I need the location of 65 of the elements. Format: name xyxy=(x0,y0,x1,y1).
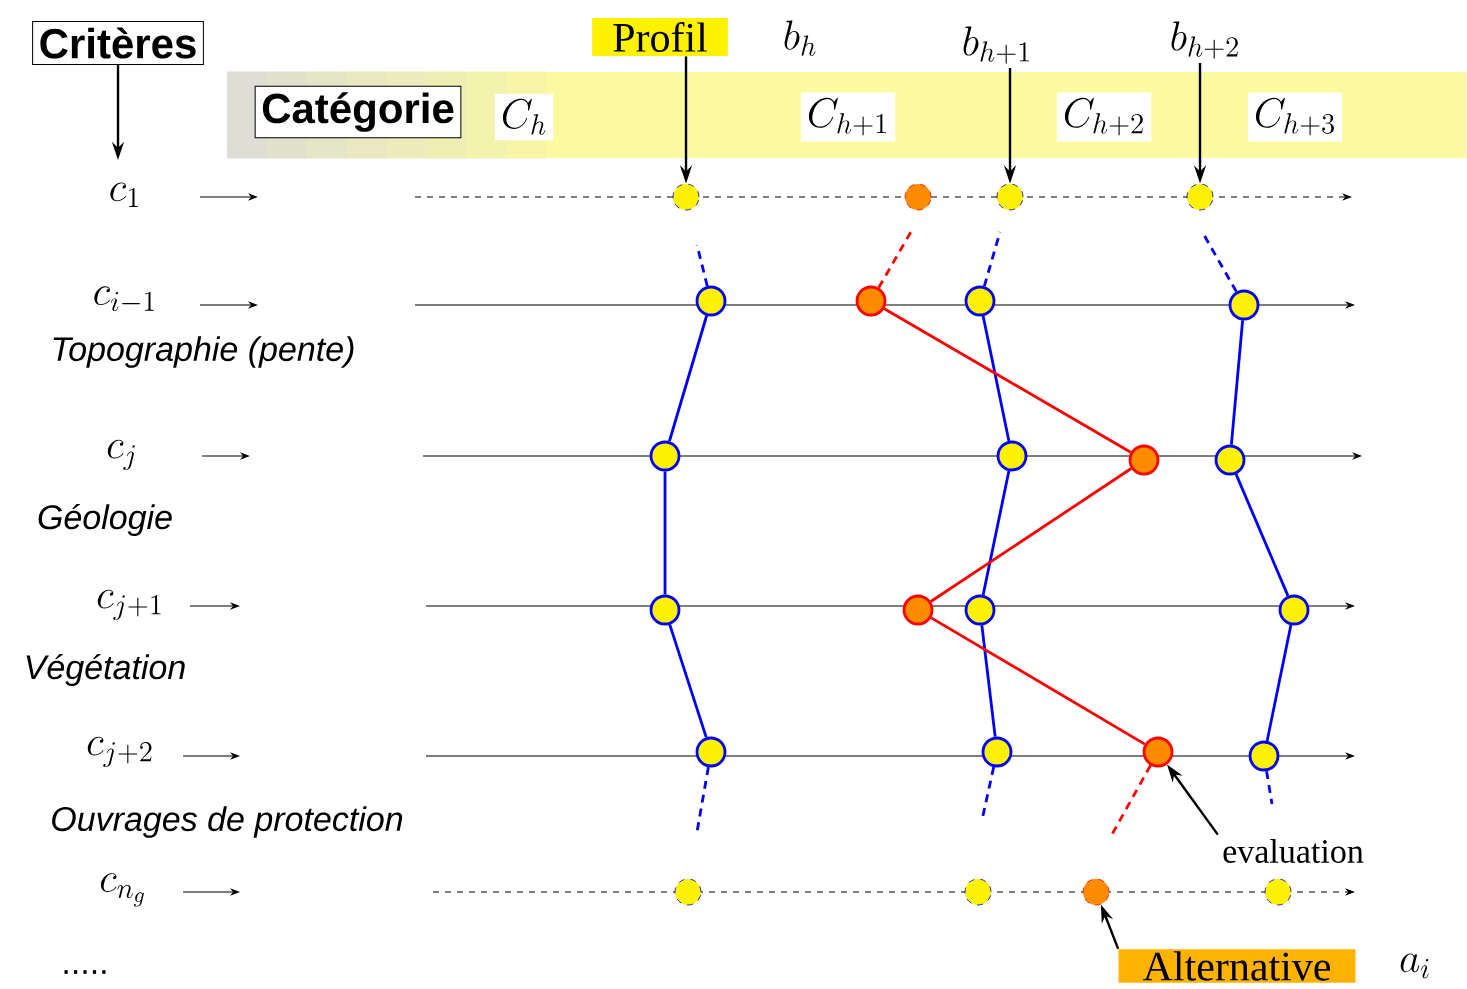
criterion-label: $c_{i-1}$ xyxy=(94,286,154,312)
profile-label: $b_{h+1}$ xyxy=(963,26,1029,64)
profile-line xyxy=(663,471,667,595)
criterion-label: $c_{j+1}$ xyxy=(97,589,161,621)
criterion-label: $c_1$ xyxy=(110,182,138,208)
profile-line xyxy=(981,315,1011,442)
profile-line xyxy=(981,470,1011,596)
category-label: $C_{h+1}$ xyxy=(800,92,896,142)
data-point xyxy=(649,440,681,472)
data-point xyxy=(1186,183,1214,211)
alternative-box: Alternative xyxy=(1118,949,1356,983)
profile-extension xyxy=(695,766,710,833)
data-point xyxy=(695,285,727,317)
data-point xyxy=(1128,444,1160,476)
criterion-name: Topographie (pente) xyxy=(53,336,354,368)
data-point xyxy=(964,285,996,317)
criterion-name: Géologie xyxy=(38,503,172,537)
category-label: $C_{h+3}$ xyxy=(1247,92,1343,142)
profile-label: $b_{h+2}$ xyxy=(1171,21,1238,59)
heading-box: Critères xyxy=(32,20,204,66)
data-point xyxy=(1248,740,1280,772)
profile-line xyxy=(930,467,1132,603)
data-point xyxy=(1214,444,1246,476)
data-point xyxy=(904,183,932,211)
profile-line xyxy=(1265,624,1293,742)
category-label: $C_{h+2}$ xyxy=(1056,92,1152,142)
profile-line xyxy=(883,307,1132,454)
data-point xyxy=(1082,878,1110,906)
profile-extension xyxy=(982,231,1002,287)
data-point xyxy=(695,736,727,768)
profile-line xyxy=(668,624,708,738)
data-point xyxy=(1228,289,1260,321)
math-label: $b_h$ xyxy=(784,20,816,56)
evaluation-label: evaluation xyxy=(1223,839,1364,863)
criterion-label: $c_{j+2}$ xyxy=(87,736,152,768)
data-point xyxy=(996,183,1024,211)
data-point xyxy=(996,440,1028,472)
data-point xyxy=(964,878,992,906)
data-point xyxy=(964,594,996,626)
data-point xyxy=(1278,594,1310,626)
profile-line xyxy=(980,625,997,737)
data-point xyxy=(649,594,681,626)
criterion-name: Végétation xyxy=(26,653,185,687)
data-point xyxy=(902,594,934,626)
profile-line xyxy=(1230,320,1245,445)
data-point xyxy=(1142,736,1174,768)
profile-extension xyxy=(1202,234,1238,293)
data-point xyxy=(1264,878,1292,906)
data-point xyxy=(855,285,887,317)
data-point xyxy=(672,183,700,211)
criterion-name: Ouvrages de protection xyxy=(52,806,403,838)
profile-box: Profil xyxy=(592,18,728,56)
ellipsis: ..... xyxy=(64,970,106,974)
data-point xyxy=(981,736,1013,768)
math-label: $a_i$ xyxy=(1400,953,1429,979)
profile-extension xyxy=(877,229,914,289)
criterion-label: $c_j$ xyxy=(107,439,135,471)
profile-extension xyxy=(1265,770,1274,805)
profile-line xyxy=(930,616,1146,746)
data-point xyxy=(674,878,702,906)
profile-line xyxy=(1234,473,1290,597)
criterion-label: $c_{n_g}$ xyxy=(100,873,144,907)
category-box: Catégorie xyxy=(254,85,462,139)
profile-line xyxy=(668,315,708,442)
category-label: $C_h$ xyxy=(494,93,554,141)
